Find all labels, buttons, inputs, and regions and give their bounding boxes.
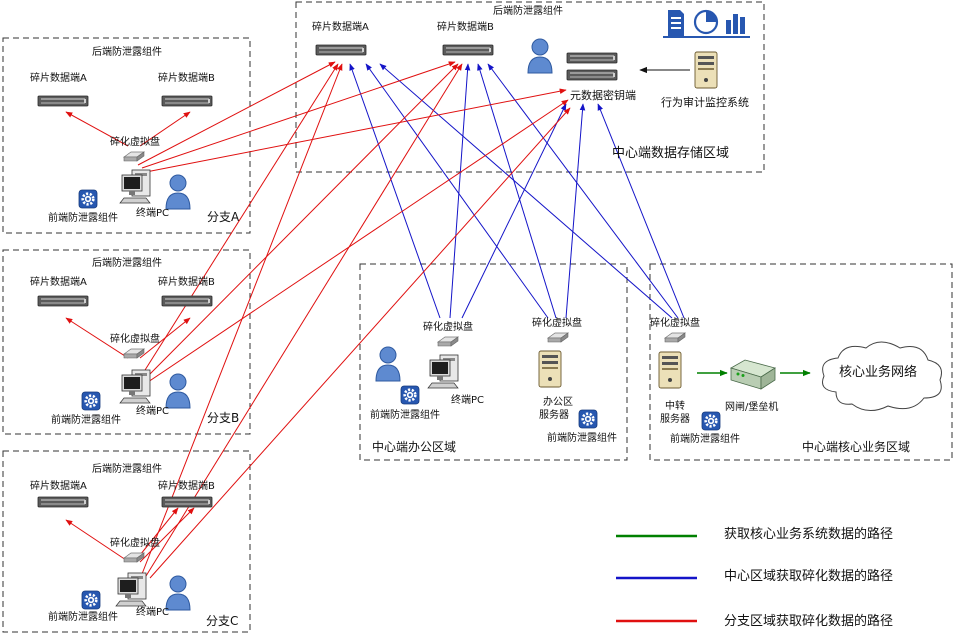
office-server-frontend-label: 前端防泄露组件: [547, 431, 617, 444]
relay-server-label-line1: 中转: [665, 399, 685, 412]
central-shard-a-label: 碎片数据端A: [312, 20, 369, 33]
report-icons: [663, 9, 750, 38]
core-region-label: 中心端核心业务区域: [802, 439, 910, 454]
branch-c-frontend-gear-icon: [80, 589, 102, 611]
core-vdisk-label: 碎化虚拟盘: [650, 316, 700, 329]
branch-c-vdisk-label: 碎化虚拟盘: [110, 536, 160, 549]
blue-paths: [349, 63, 685, 319]
branch-b-frontend-label: 前端防泄露组件: [51, 413, 121, 426]
branch-c-shard-a-server: [37, 496, 89, 508]
central-storage-region-label: 中心端数据存储区域: [612, 146, 729, 161]
branch-b-shard-b-server: [161, 295, 213, 307]
branch-c-frontend-label: 前端防泄露组件: [48, 610, 118, 623]
branch-a-frontend-label: 前端防泄露组件: [48, 211, 118, 224]
key-server-rack: [566, 52, 618, 81]
branch-b-box: [2, 249, 251, 435]
branch-a-user-person-icon: [165, 174, 191, 210]
office-server-icon: [538, 350, 562, 388]
branch-a-shard-a-server: [37, 95, 89, 107]
core-frontend-label: 前端防泄露组件: [670, 432, 740, 445]
red-paths: [65, 61, 571, 579]
branch-a-pc-icon: [119, 169, 151, 204]
branch-b-shard-b-label: 碎片数据端B: [158, 275, 215, 288]
office-pc-frontend-gear-icon: [399, 384, 421, 406]
relay-server-icon: [658, 351, 682, 389]
audit-server-icon: [694, 51, 718, 89]
branch-c-user-person-icon: [165, 575, 191, 611]
office-pc-vdisk-label: 碎化虚拟盘: [423, 320, 473, 333]
central-shard-b-label: 碎片数据端B: [437, 20, 494, 33]
branch-c-shard-a-label: 碎片数据端A: [30, 479, 87, 492]
branch-a-vdisk-label: 碎化虚拟盘: [110, 135, 160, 148]
branch-a-shard-a-label: 碎片数据端A: [30, 71, 87, 84]
legend-green-label: 获取核心业务系统数据的路径: [724, 526, 893, 542]
branch-b-vdisk-label: 碎化虚拟盘: [110, 332, 160, 345]
branch-a-name: 分支A: [207, 210, 240, 224]
gateway-device-icon: [729, 359, 776, 390]
office-server-label-line1: 办公区: [543, 395, 573, 408]
central-admin-person-icon: [527, 38, 553, 74]
branch-a-shard-b-server: [161, 95, 213, 107]
office-server-label-line2: 服务器: [539, 408, 569, 421]
legend-blue-label: 中心区域获取碎化数据的路径: [724, 568, 893, 584]
legend: 获取核心业务系统数据的路径 中心区域获取碎化数据的路径 分支区域获取碎化数据的路…: [616, 526, 893, 629]
legend-red-label: 分支区域获取碎化数据的路径: [724, 613, 893, 629]
office-pc-icon: [427, 354, 459, 389]
branch-a-shard-b-label: 碎片数据端B: [158, 71, 215, 84]
branch-b-user-person-icon: [165, 373, 191, 409]
branch-c-shard-b-label: 碎片数据端B: [158, 479, 215, 492]
office-server-vdisk-label: 碎化虚拟盘: [532, 316, 582, 329]
central-shard-a-server: [315, 44, 367, 56]
core-network-cloud-icon: [822, 341, 942, 411]
gateway-label: 网闸/堡垒机: [725, 400, 778, 413]
branch-a-box: [2, 37, 251, 234]
branch-b-pc-icon: [119, 369, 151, 404]
branch-c-name: 分支C: [206, 614, 238, 628]
branch-b-backend-title: 后端防泄露组件: [92, 256, 162, 269]
branch-a-backend-title: 后端防泄露组件: [92, 45, 162, 58]
core-network-label: 核心业务网络: [839, 364, 917, 380]
branch-c-shard-b-server: [161, 496, 213, 508]
branch-c-pc-label: 终端PC: [136, 605, 169, 618]
branch-b-shard-a-server: [37, 295, 89, 307]
branch-b-shard-a-label: 碎片数据端A: [30, 275, 87, 288]
core-vdisk-icon: [664, 332, 686, 343]
office-server-vdisk-icon: [547, 332, 569, 343]
audit-label: 行为审计监控系统: [661, 95, 749, 109]
branch-a-pc-label: 终端PC: [136, 206, 169, 219]
branch-a-vdisk-icon: [123, 151, 145, 162]
office-pc-vdisk-icon: [437, 336, 459, 347]
central-storage-region-box: [295, 1, 765, 173]
relay-server-label-line2: 服务器: [660, 412, 690, 425]
branch-b-frontend-gear-icon: [80, 390, 102, 412]
office-server-frontend-gear-icon: [577, 408, 599, 430]
branch-a-frontend-gear-icon: [77, 188, 99, 210]
branch-c-pc-icon: [115, 572, 147, 607]
branch-b-name: 分支B: [207, 411, 239, 425]
core-region-box: [649, 263, 953, 461]
core-frontend-gear-icon: [700, 410, 722, 432]
office-pc-label: 终端PC: [451, 393, 484, 406]
branch-c-box: [2, 450, 251, 633]
office-region-box: [359, 263, 628, 461]
branch-c-backend-title: 后端防泄露组件: [92, 462, 162, 475]
office-pc-frontend-label: 前端防泄露组件: [370, 408, 440, 421]
central-backend-title: 后端防泄露组件: [493, 4, 563, 17]
central-shard-b-server: [442, 44, 494, 56]
office-region-label: 中心端办公区域: [372, 439, 456, 454]
branch-b-pc-label: 终端PC: [136, 404, 169, 417]
key-server-label: 元数据密钥端: [570, 88, 636, 102]
office-user-person-icon: [375, 346, 401, 382]
